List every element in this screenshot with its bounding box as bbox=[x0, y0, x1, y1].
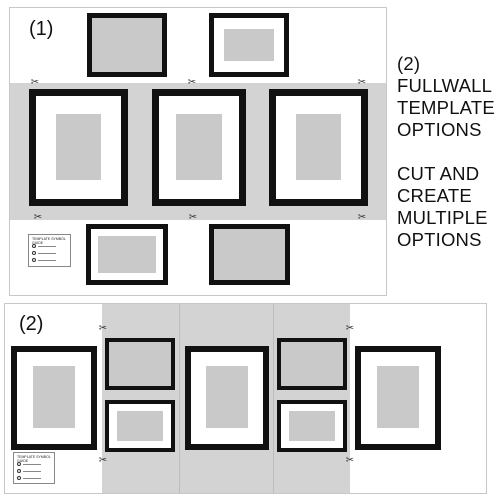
side-line: OPTIONS bbox=[397, 119, 482, 140]
photo-area bbox=[176, 114, 222, 180]
photo-area bbox=[281, 342, 343, 386]
side-line: FULLWALL bbox=[397, 75, 493, 96]
scissors-icon: ✂ bbox=[357, 212, 367, 223]
template-panel-1: (1) TEMPLATE SYMBOL GUIDE ✂ ✂ ✂ ✂ ✂ ✂ bbox=[9, 7, 387, 296]
scissors-icon: ✂ bbox=[98, 455, 108, 466]
hook-icon bbox=[32, 258, 36, 263]
guide-row bbox=[17, 462, 41, 467]
template-symbol-guide: TEMPLATE SYMBOL GUIDE bbox=[13, 452, 55, 484]
frame-middle-center bbox=[152, 89, 246, 206]
photo-area bbox=[289, 411, 335, 441]
scissors-icon: ✂ bbox=[187, 77, 197, 88]
guide-line bbox=[38, 259, 56, 261]
nail-icon bbox=[32, 244, 36, 249]
guide-row bbox=[32, 258, 56, 263]
side-line: CUT AND bbox=[397, 163, 480, 184]
guide-line bbox=[38, 252, 56, 254]
photo-area bbox=[296, 114, 341, 180]
guide-line bbox=[38, 245, 56, 247]
scissors-icon: ✂ bbox=[30, 77, 40, 88]
fullwall-template-text: (2) FULLWALL TEMPLATE OPTIONS bbox=[397, 53, 497, 141]
photo-area bbox=[98, 236, 156, 273]
scissors-icon: ✂ bbox=[98, 323, 108, 334]
panel-label: (2) bbox=[19, 313, 44, 335]
cut-line bbox=[179, 304, 180, 493]
scissors-icon: ✂ bbox=[357, 77, 367, 88]
panel-label: (1) bbox=[29, 18, 54, 40]
template-symbol-guide: TEMPLATE SYMBOL GUIDE bbox=[28, 234, 71, 267]
frame-bottom-right bbox=[209, 224, 290, 285]
guide-line bbox=[23, 477, 41, 479]
photo-area bbox=[377, 366, 419, 428]
photo-area bbox=[224, 29, 274, 61]
frame-middle-left bbox=[29, 89, 128, 206]
frame-bottom-left bbox=[86, 224, 168, 285]
scissors-icon: ✂ bbox=[188, 212, 198, 223]
side-line: OPTIONS bbox=[397, 229, 482, 250]
frame-top-left bbox=[87, 13, 167, 77]
frame-center bbox=[185, 346, 269, 450]
scissors-icon: ✂ bbox=[345, 323, 355, 334]
nail-icon bbox=[17, 462, 21, 467]
guide-row bbox=[17, 476, 41, 481]
photo-area bbox=[56, 114, 101, 180]
side-line: CREATE bbox=[397, 185, 472, 206]
frame-left bbox=[11, 346, 97, 450]
photo-area bbox=[33, 366, 75, 428]
photo-area bbox=[109, 342, 171, 386]
hook-icon bbox=[17, 476, 21, 481]
guide-row bbox=[32, 244, 56, 249]
frame-small-top-right bbox=[277, 338, 347, 390]
guide-title: TEMPLATE SYMBOL GUIDE bbox=[17, 455, 51, 463]
cut-line bbox=[273, 304, 274, 493]
side-line: TEMPLATE bbox=[397, 97, 495, 118]
frame-small-bottom-left bbox=[105, 400, 175, 452]
guide-line bbox=[23, 470, 41, 472]
level-icon bbox=[32, 251, 36, 256]
frame-small-bottom-right bbox=[277, 400, 347, 452]
frame-middle-right bbox=[269, 89, 368, 206]
photo-area bbox=[117, 411, 163, 441]
photo-area bbox=[92, 18, 162, 72]
scissors-icon: ✂ bbox=[33, 212, 43, 223]
scissors-icon: ✂ bbox=[345, 455, 355, 466]
photo-area bbox=[214, 229, 285, 280]
guide-row bbox=[17, 469, 41, 474]
template-panel-2: (2) TEMPLATE SYMBOL GUIDE ✂ ✂ ✂ ✂ bbox=[4, 303, 487, 494]
guide-line bbox=[23, 463, 41, 465]
frame-right bbox=[355, 346, 441, 450]
level-icon bbox=[17, 469, 21, 474]
cut-and-create-text: CUT AND CREATE MULTIPLE OPTIONS bbox=[397, 163, 497, 251]
side-line: MULTIPLE bbox=[397, 207, 488, 228]
side-line: (2) bbox=[397, 53, 421, 74]
guide-title: TEMPLATE SYMBOL GUIDE bbox=[32, 237, 66, 245]
photo-area bbox=[206, 366, 248, 428]
frame-top-right bbox=[209, 13, 289, 77]
guide-row bbox=[32, 251, 56, 256]
frame-small-top-left bbox=[105, 338, 175, 390]
